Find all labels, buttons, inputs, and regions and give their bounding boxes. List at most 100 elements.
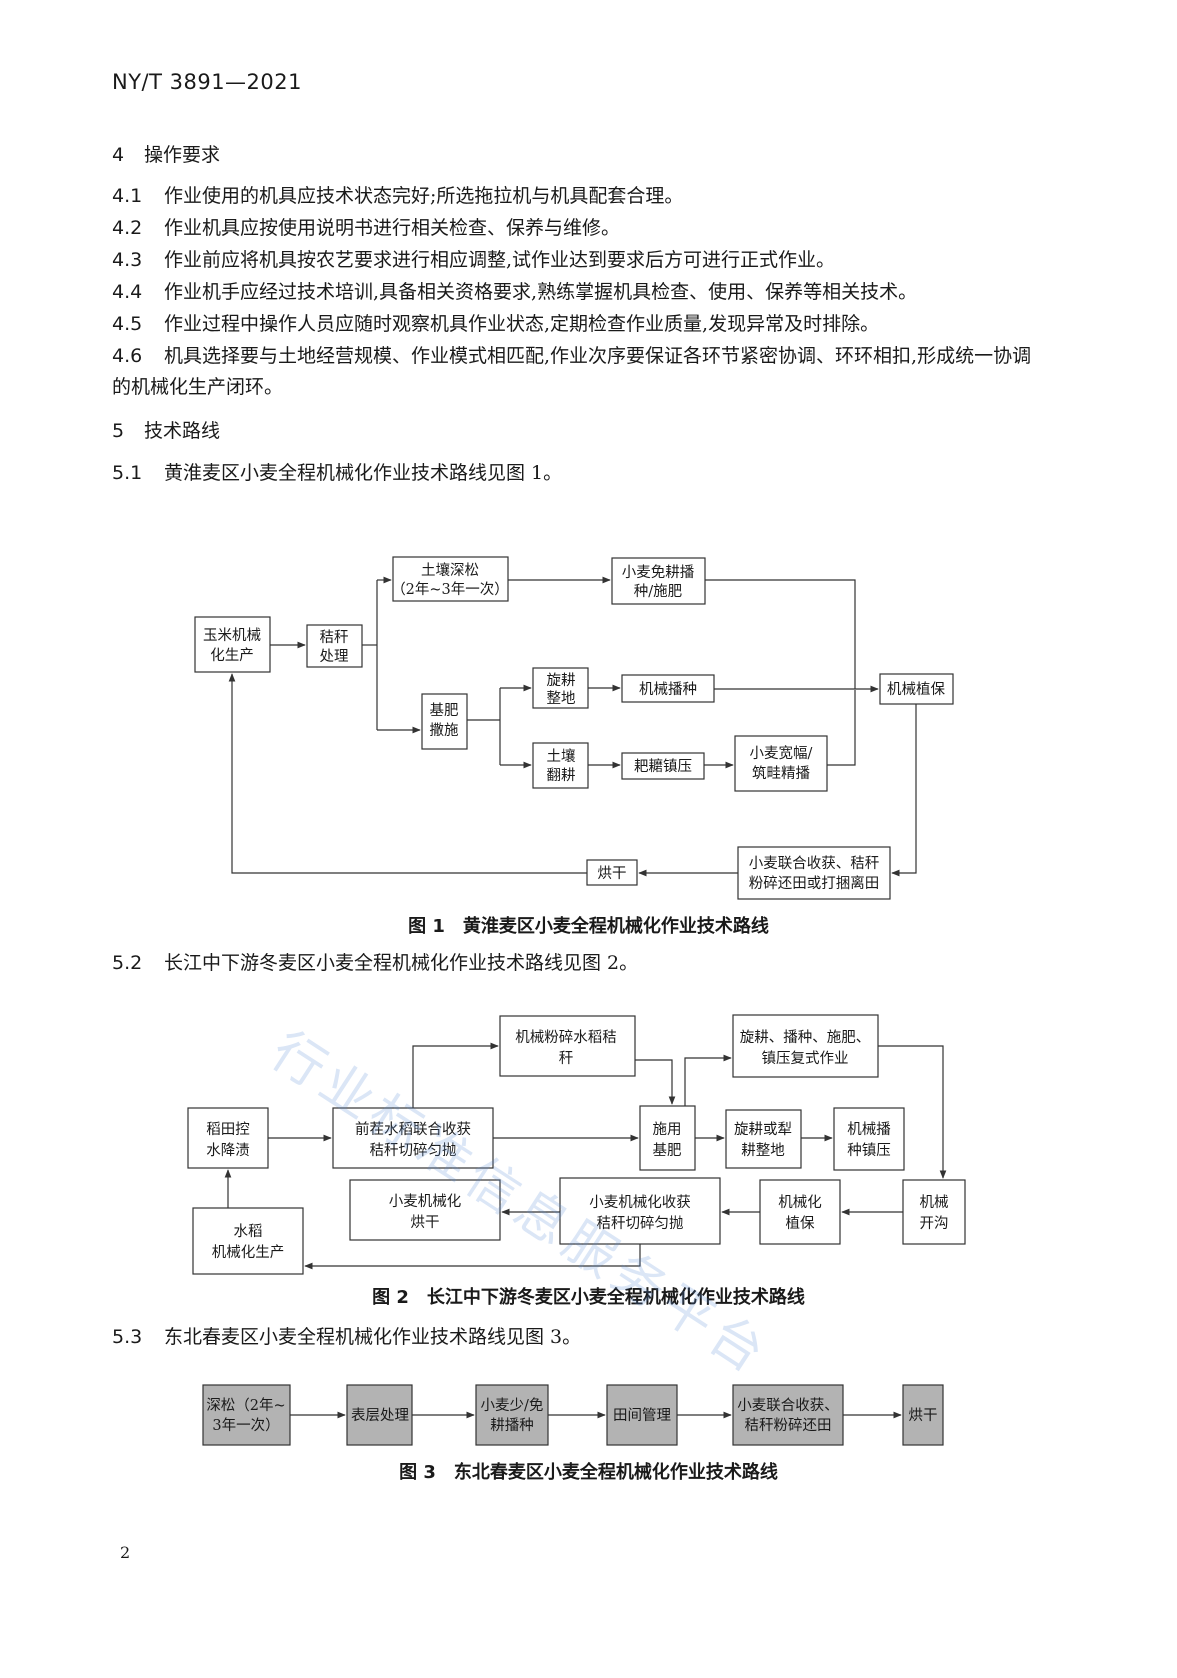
svg-text:机械粉碎水稻秸: 机械粉碎水稻秸 xyxy=(515,1029,617,1046)
clause-text: 作业前应将机具按农艺要求进行相应调整,试作业达到要求后方可进行正式作业。 xyxy=(164,249,836,271)
clause-text: 机具选择要与土地经营规模、作业模式相匹配,作业次序要保证各环节紧密协调、环环相扣… xyxy=(112,345,1032,398)
fig1-flowchart: 玉米机械 化生产 秸秆 处理 土壤深松 （2年~3年一次） 小麦免耕播 种/施肥… xyxy=(194,556,954,900)
clause-text: 作业机具应按使用说明书进行相关检查、保养与维修。 xyxy=(164,217,621,239)
svg-text:稻田控: 稻田控 xyxy=(206,1121,250,1138)
fig2-node-compound: 旋耕、播种、施肥、 镇压复式作业 xyxy=(732,1014,879,1078)
svg-text:小麦联合收获、秸秆: 小麦联合收获、秸秆 xyxy=(749,855,880,872)
svg-text:机械: 机械 xyxy=(920,1194,949,1211)
fig2-node-protect: 机械化 植保 xyxy=(759,1179,841,1245)
fig1-node-protect: 机械植保 xyxy=(879,673,954,705)
page-number: 2 xyxy=(120,1543,131,1562)
figure-3-caption: 图 3 东北春麦区小麦全程机械化作业技术路线 xyxy=(399,1462,778,1483)
svg-text:种/施肥: 种/施肥 xyxy=(634,583,682,600)
svg-text:镇压复式作业: 镇压复式作业 xyxy=(762,1049,849,1067)
svg-text:撒施: 撒施 xyxy=(430,722,459,739)
svg-text:基肥: 基肥 xyxy=(653,1142,682,1159)
clause-number: 4.6 xyxy=(112,345,143,367)
section-5-heading: 5 技术路线 xyxy=(112,416,220,443)
fig3-node-harvest: 小麦联合收获、 秸秆粉碎还田 xyxy=(732,1384,844,1446)
svg-text:表层处理: 表层处理 xyxy=(351,1407,409,1424)
svg-text:整地: 整地 xyxy=(547,690,576,707)
figure-1-caption: 图 1 黄淮麦区小麦全程机械化作业技术路线 xyxy=(408,916,769,937)
svg-text:机械播: 机械播 xyxy=(847,1121,891,1138)
svg-text:烘干: 烘干 xyxy=(909,1407,938,1424)
section-number: 4 xyxy=(112,144,125,166)
svg-text:水降渍: 水降渍 xyxy=(206,1142,250,1159)
clause-text: 作业使用的机具应技术状态完好;所选拖拉机与机具配套合理。 xyxy=(164,185,684,207)
clause-number: 4.2 xyxy=(112,217,143,239)
fig1-node-harvest: 小麦联合收获、秸秆 粉碎还田或打捆离田 xyxy=(737,846,891,900)
fig2-flowchart: 稻田控 水降渍 前茬水稻联合收获 秸秆切碎匀抛 机械粉碎水稻秸 秆 施用 基肥 … xyxy=(187,1014,966,1275)
clause-4-5: 4.5 作业过程中操作人员应随时观察机具作业状态,定期检查作业质量,发现异常及时排… xyxy=(112,309,1047,340)
fig2-node-riceharv: 前茬水稻联合收获 秸秆切碎匀抛 xyxy=(332,1107,494,1169)
clause-text: 作业过程中操作人员应随时观察机具作业状态,定期检查作业质量,发现异常及时排除。 xyxy=(164,313,880,335)
svg-text:机械化生产: 机械化生产 xyxy=(212,1244,285,1261)
svg-text:水稻: 水稻 xyxy=(234,1223,263,1240)
clause-4-1: 4.1 作业使用的机具应技术状态完好;所选拖拉机与机具配套合理。 xyxy=(112,181,1047,212)
fig1-node-notill: 小麦免耕播 种/施肥 xyxy=(611,557,706,605)
clause-text: 长江中下游冬麦区小麦全程机械化作业技术路线见图 2。 xyxy=(164,952,639,974)
fig2-node-fert: 施用 基肥 xyxy=(639,1105,696,1171)
fig1-node-harrow: 耙耱镇压 xyxy=(621,752,705,780)
svg-text:小麦免耕播: 小麦免耕播 xyxy=(622,563,695,581)
svg-text:小麦少/免: 小麦少/免 xyxy=(481,1397,544,1414)
svg-text:烘干: 烘干 xyxy=(598,865,627,882)
svg-text:耙耱镇压: 耙耱镇压 xyxy=(634,757,692,775)
fig1-node-corn: 玉米机械 化生产 xyxy=(194,616,271,673)
fig1-node-dry: 烘干 xyxy=(586,859,638,886)
fig1-node-plow: 土壤 翻耕 xyxy=(532,742,589,789)
clause-number: 5.1 xyxy=(112,462,143,484)
svg-text:化生产: 化生产 xyxy=(210,647,254,664)
svg-text:施用: 施用 xyxy=(653,1121,682,1138)
fig3-node-deep: 深松（2年~ 3年一次） xyxy=(202,1384,291,1446)
clause-number: 4.4 xyxy=(112,281,143,303)
svg-text:机械植保: 机械植保 xyxy=(887,681,945,698)
section-number: 5 xyxy=(112,420,125,442)
svg-text:植保: 植保 xyxy=(786,1215,815,1232)
clause-text: 作业机手应经过技术培训,具备相关资格要求,熟练掌握机具检查、使用、保养等相关技术… xyxy=(164,281,918,303)
svg-text:耕整地: 耕整地 xyxy=(741,1141,785,1159)
fig3-flowchart: 深松（2年~ 3年一次） 表层处理 小麦少/免 耕播种 田间管理 小麦联合收获、… xyxy=(202,1384,944,1446)
clause-number: 4.1 xyxy=(112,185,143,207)
svg-text:土壤: 土壤 xyxy=(547,747,576,765)
svg-text:田间管理: 田间管理 xyxy=(613,1407,671,1424)
fig2-node-ditch: 机械 开沟 xyxy=(902,1179,966,1245)
svg-text:土壤深松: 土壤深松 xyxy=(421,561,479,579)
fig3-node-surface: 表层处理 xyxy=(346,1384,413,1446)
section-title: 技术路线 xyxy=(144,420,221,442)
fig2-node-crush: 机械粉碎水稻秸 秆 xyxy=(499,1015,636,1077)
clause-text: 东北春麦区小麦全程机械化作业技术路线见图 3。 xyxy=(164,1326,582,1348)
clause-number: 5.2 xyxy=(112,952,143,974)
fig1-node-base: 基肥 撒施 xyxy=(421,693,468,750)
svg-text:烘干: 烘干 xyxy=(411,1214,440,1231)
svg-text:深松（2年~: 深松（2年~ xyxy=(206,1397,285,1414)
svg-text:小麦宽幅/: 小麦宽幅/ xyxy=(750,745,813,762)
svg-text:旋耕、播种、施肥、: 旋耕、播种、施肥、 xyxy=(740,1028,871,1046)
clause-number: 4.3 xyxy=(112,249,143,271)
svg-text:秸秆切碎匀抛: 秸秆切碎匀抛 xyxy=(597,1215,684,1232)
svg-text:筑畦精播: 筑畦精播 xyxy=(752,765,810,782)
svg-text:（2年~3年一次）: （2年~3年一次） xyxy=(391,581,509,598)
svg-text:开沟: 开沟 xyxy=(920,1215,949,1232)
svg-text:旋耕: 旋耕 xyxy=(547,671,576,689)
clause-5-2: 5.2 长江中下游冬麦区小麦全程机械化作业技术路线见图 2。 xyxy=(112,948,1047,979)
fig2-node-riceprod: 水稻 机械化生产 xyxy=(192,1207,304,1275)
fig1-node-straw: 秸秆 处理 xyxy=(306,624,363,668)
svg-text:基肥: 基肥 xyxy=(430,702,459,719)
svg-text:旋耕或犁: 旋耕或犁 xyxy=(734,1120,792,1138)
clause-4-4: 4.4 作业机手应经过技术培训,具备相关资格要求,熟练掌握机具检查、使用、保养等相… xyxy=(112,277,1047,308)
document-header: NY/T 3891—2021 xyxy=(112,70,303,94)
svg-text:前茬水稻联合收获: 前茬水稻联合收获 xyxy=(355,1121,471,1138)
svg-text:秆: 秆 xyxy=(559,1050,574,1067)
figure-2-caption: 图 2 长江中下游冬麦区小麦全程机械化作业技术路线 xyxy=(372,1287,805,1308)
clause-4-3: 4.3 作业前应将机具按农艺要求进行相应调整,试作业达到要求后方可进行正式作业。 xyxy=(112,245,1047,276)
fig2-node-drain: 稻田控 水降渍 xyxy=(187,1107,269,1169)
fig3-node-field: 田间管理 xyxy=(606,1384,678,1446)
svg-text:粉碎还田或打捆离田: 粉碎还田或打捆离田 xyxy=(749,875,880,892)
svg-text:小麦机械化: 小麦机械化 xyxy=(389,1193,462,1210)
clause-number: 4.5 xyxy=(112,313,143,335)
fig2-node-dry: 小麦机械化 烘干 xyxy=(349,1179,501,1241)
svg-text:种镇压: 种镇压 xyxy=(847,1142,891,1159)
